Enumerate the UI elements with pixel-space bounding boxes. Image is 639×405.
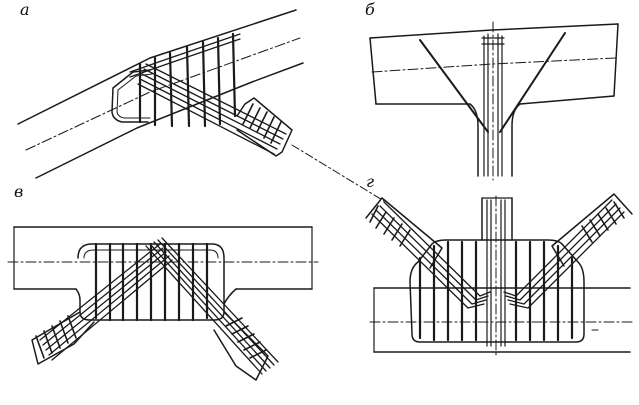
strut-tie bbox=[597, 213, 609, 231]
inclined-bar bbox=[375, 209, 487, 305]
beam-top-edge bbox=[17, 9, 297, 125]
strut-tie bbox=[249, 349, 267, 359]
beam-left-end bbox=[369, 37, 377, 105]
column-left-edge bbox=[469, 103, 479, 177]
inclined-bar bbox=[137, 83, 275, 155]
inclined-bar bbox=[371, 213, 485, 309]
inclined-bar bbox=[157, 239, 275, 366]
haunch-outline bbox=[409, 239, 585, 343]
inclined-bar bbox=[42, 247, 164, 346]
strut-tie bbox=[249, 107, 261, 129]
strut-tie bbox=[369, 205, 379, 223]
haunch-outline bbox=[75, 243, 237, 321]
strut-tie bbox=[59, 320, 69, 344]
strut-tie bbox=[237, 333, 255, 343]
panel-label-b: б bbox=[365, 0, 375, 19]
strut-outline bbox=[236, 97, 293, 157]
inclined-bar bbox=[51, 259, 173, 361]
haunch-outline bbox=[111, 69, 151, 123]
column-bars bbox=[486, 199, 506, 347]
stirrup bbox=[216, 36, 222, 126]
inclined-bar bbox=[507, 207, 621, 305]
beam-axis bbox=[25, 37, 301, 151]
strut-tie bbox=[43, 330, 53, 354]
strut-ties-left bbox=[369, 205, 411, 247]
strut-tie bbox=[51, 325, 61, 349]
inclined-bar bbox=[45, 251, 167, 351]
strut-tie bbox=[399, 229, 411, 247]
beam-bottom-edge bbox=[519, 95, 615, 105]
panel-label-g: г bbox=[366, 172, 375, 191]
stirrup bbox=[168, 51, 174, 128]
diagonal-bar bbox=[499, 32, 566, 133]
inclined-bar-bundle-right bbox=[503, 199, 625, 309]
strut-outline-right bbox=[551, 193, 633, 267]
inclined-bar bbox=[379, 205, 489, 301]
strut-tie bbox=[391, 223, 403, 241]
beam-axis bbox=[371, 57, 617, 73]
leader-line bbox=[291, 144, 385, 202]
inclined-bar bbox=[153, 241, 271, 369]
strut-ties-left bbox=[35, 315, 77, 359]
inclined-bar bbox=[383, 201, 491, 297]
strut-tie bbox=[263, 116, 275, 139]
haunch-inner bbox=[116, 73, 153, 119]
strut-tie bbox=[375, 211, 387, 229]
beam-top-edge bbox=[369, 23, 619, 39]
diagonal-bar bbox=[419, 39, 489, 133]
strut-ties-right bbox=[225, 317, 267, 359]
stirrup bbox=[185, 45, 191, 128]
inclined-bar bbox=[139, 78, 278, 150]
strut-tie bbox=[581, 225, 593, 243]
strut-ties bbox=[242, 103, 282, 144]
strut-outline-left bbox=[365, 197, 443, 269]
beam-right-end bbox=[613, 23, 619, 97]
stirrup bbox=[201, 40, 207, 128]
inclined-bar bbox=[505, 203, 617, 301]
panel-v bbox=[7, 226, 319, 381]
strut-ties-right bbox=[581, 201, 625, 243]
top-bar bbox=[129, 38, 241, 78]
strut-tie bbox=[242, 103, 254, 125]
strut-tie bbox=[225, 317, 243, 327]
panel-label-v: в bbox=[14, 182, 24, 201]
strut-outline-left bbox=[31, 311, 95, 365]
beam-bottom-edge bbox=[35, 62, 304, 179]
inclined-bar-bundle-left bbox=[371, 201, 491, 309]
panel-a bbox=[17, 9, 304, 179]
inclined-bar bbox=[145, 245, 263, 375]
inclined-bar bbox=[509, 211, 625, 309]
panel-b bbox=[369, 21, 619, 181]
panel-label-a: а bbox=[20, 0, 30, 19]
panel-g bbox=[365, 193, 635, 357]
strut-tie bbox=[35, 335, 45, 359]
strut-tie bbox=[231, 325, 249, 335]
strut-tie bbox=[589, 219, 601, 237]
inclined-bar-bundle-left bbox=[39, 243, 173, 361]
strut-tie bbox=[243, 341, 261, 351]
strut-outline-right bbox=[213, 311, 269, 381]
strut-tie bbox=[256, 111, 268, 133]
strut-tie bbox=[613, 201, 625, 219]
inclined-bar bbox=[503, 199, 613, 297]
top-bar bbox=[129, 33, 241, 73]
inclined-bar bbox=[48, 255, 170, 356]
column-right-edge bbox=[511, 103, 521, 177]
inclined-bar bbox=[161, 237, 279, 363]
inclined-bar bbox=[149, 243, 267, 372]
strut-tie bbox=[383, 217, 395, 235]
stirrup bbox=[231, 32, 237, 118]
column-bars bbox=[483, 33, 503, 177]
strut-tie bbox=[67, 315, 77, 339]
strut-tie bbox=[270, 121, 282, 144]
strut-tie bbox=[605, 207, 617, 225]
